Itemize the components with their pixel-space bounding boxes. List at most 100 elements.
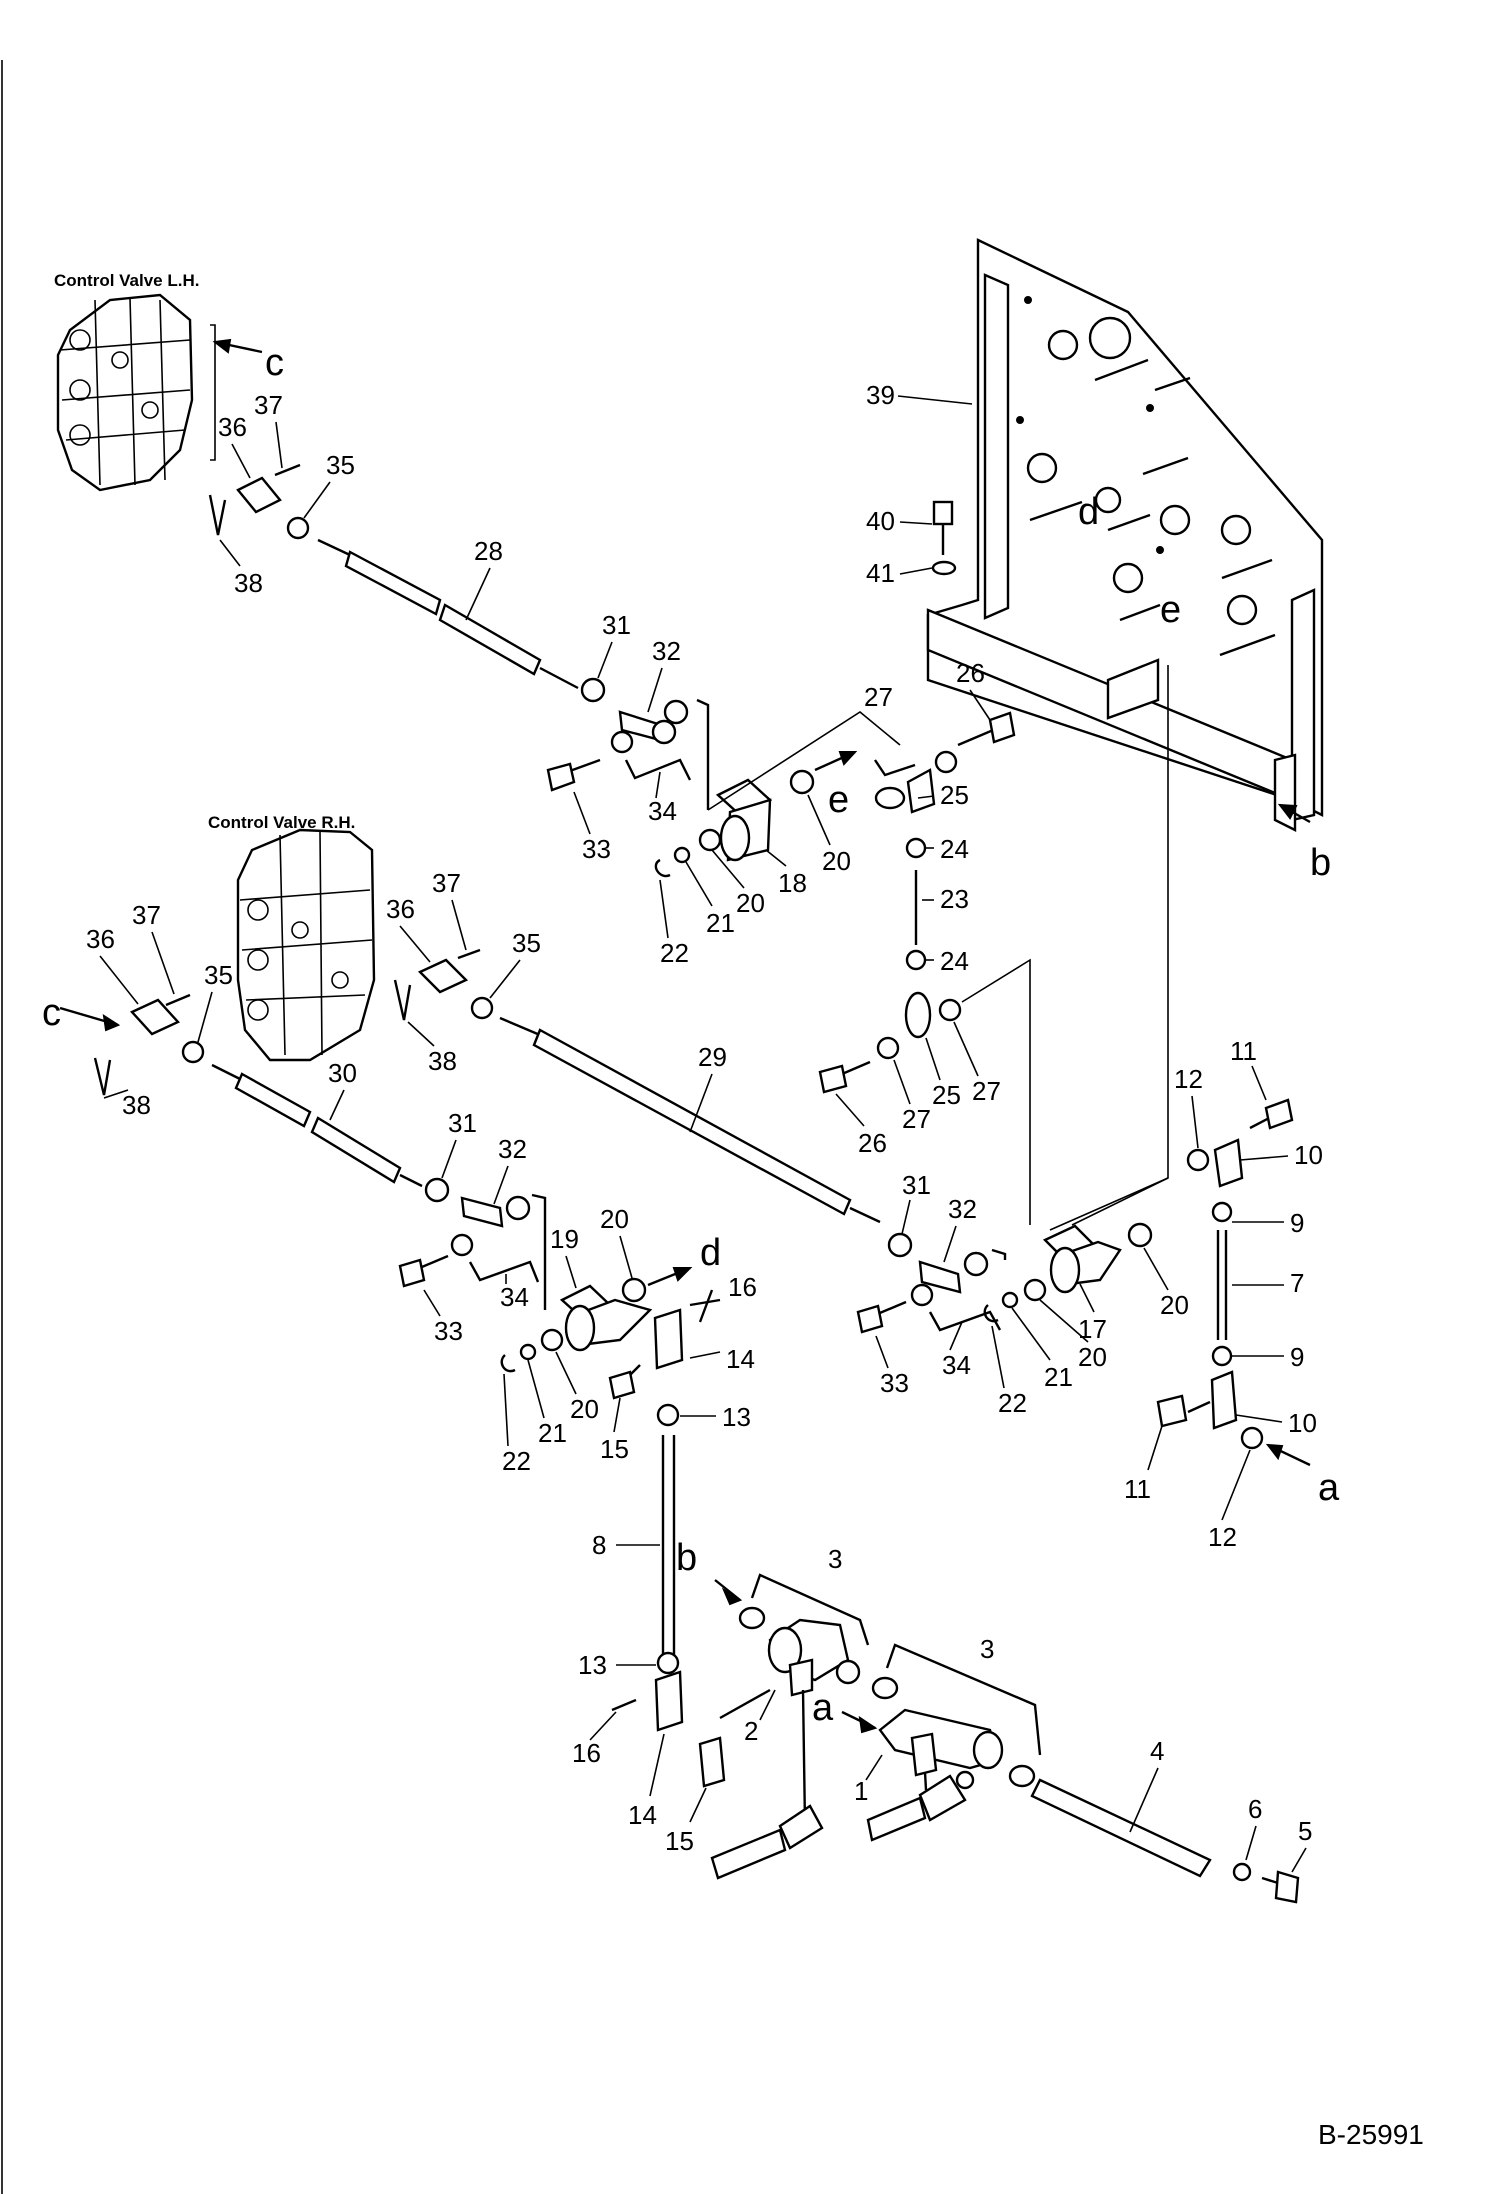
callout-22-top: 22 bbox=[660, 938, 689, 968]
callout-35-lh: 35 bbox=[326, 450, 355, 480]
callout-11-low: 11 bbox=[1124, 1474, 1151, 1504]
callout-25-top: 25 bbox=[940, 780, 969, 810]
callout-17: 17 bbox=[1078, 1314, 1107, 1344]
callout-25-low: 25 bbox=[932, 1080, 961, 1110]
callout-16-low: 16 bbox=[572, 1738, 601, 1768]
callout-30: 30 bbox=[328, 1058, 357, 1088]
callout-38-lh: 38 bbox=[234, 568, 263, 598]
callout-1: 1 bbox=[854, 1776, 868, 1806]
ref-letter-d-plate: d bbox=[1078, 491, 1099, 533]
ref-letter-e-mid: e bbox=[828, 779, 849, 821]
title-control-valve-lh: Control Valve L.H. bbox=[54, 271, 199, 290]
lever-19 bbox=[500, 1266, 693, 1373]
callout-34-mid: 34 bbox=[500, 1282, 529, 1312]
lever-17 bbox=[983, 1177, 1169, 1323]
lever-18 bbox=[654, 711, 901, 878]
rod-end-32-right bbox=[856, 1232, 1007, 1334]
control-valve-rh bbox=[236, 828, 376, 1062]
callout-14-low: 14 bbox=[628, 1800, 657, 1830]
callout-38-rh-right: 38 bbox=[428, 1046, 457, 1076]
callout-16-top: 16 bbox=[728, 1272, 757, 1302]
rod-end-36-lh bbox=[208, 463, 310, 540]
callout-35-rh-left: 35 bbox=[204, 960, 233, 990]
rod-7 bbox=[1211, 1230, 1233, 1367]
ref-letter-a-low: a bbox=[812, 1687, 834, 1729]
callout-15-low: 15 bbox=[665, 1826, 694, 1856]
callout-3-right: 3 bbox=[980, 1634, 994, 1664]
callout-31-right: 31 bbox=[902, 1170, 931, 1200]
lever-1 bbox=[841, 1643, 1042, 1791]
pedal-rod-left bbox=[710, 1804, 824, 1880]
ref-letter-c-lh: c bbox=[265, 342, 284, 384]
callout-39: 39 bbox=[866, 380, 895, 410]
callout-36-rh-left: 36 bbox=[86, 924, 115, 954]
callout-32-mid: 32 bbox=[498, 1134, 527, 1164]
callout-24-low: 24 bbox=[940, 946, 969, 976]
rod-end-10-top bbox=[1186, 1098, 1294, 1223]
title-control-valve-rh: Control Valve R.H. bbox=[208, 813, 355, 832]
callout-33-right: 33 bbox=[880, 1368, 909, 1398]
rod-end-25-low bbox=[818, 958, 1031, 1225]
callout-18: 18 bbox=[778, 868, 807, 898]
callout-22-right: 22 bbox=[998, 1388, 1027, 1418]
callout-34-top: 34 bbox=[648, 796, 677, 826]
rod-29 bbox=[499, 1016, 881, 1224]
callout-33-top: 33 bbox=[582, 834, 611, 864]
ref-letter-e-plate: e bbox=[1160, 589, 1181, 631]
callout-22-mid: 22 bbox=[502, 1446, 531, 1476]
callout-9-top: 9 bbox=[1290, 1208, 1304, 1238]
rod-23 bbox=[905, 837, 927, 971]
callout-8: 8 bbox=[592, 1530, 606, 1560]
callout-21-top: 21 bbox=[706, 908, 735, 938]
callout-2: 2 bbox=[744, 1716, 758, 1746]
ref-letter-b-plate: b bbox=[1310, 842, 1331, 884]
control-valve-lh bbox=[56, 293, 216, 492]
callout-37-rh-left: 37 bbox=[132, 900, 161, 930]
lever-2 bbox=[714, 1573, 870, 1826]
callout-35-rh-right: 35 bbox=[512, 928, 541, 958]
callout-24-top: 24 bbox=[940, 834, 969, 864]
callout-4: 4 bbox=[1150, 1736, 1164, 1766]
callout-3-top: 3 bbox=[828, 1544, 842, 1574]
callout-19: 19 bbox=[550, 1224, 579, 1254]
callout-36-rh-right: 36 bbox=[386, 894, 415, 924]
ref-letter-c-rh: c bbox=[42, 992, 61, 1034]
callout-27-mid: 27 bbox=[902, 1104, 931, 1134]
callout-20-right: 20 bbox=[1160, 1290, 1189, 1320]
callout-20-rightlow: 20 bbox=[1078, 1342, 1107, 1372]
callout-38-rh-left: 38 bbox=[122, 1090, 151, 1120]
rod-end-36-rh-right bbox=[393, 948, 494, 1021]
callout-29: 29 bbox=[698, 1042, 727, 1072]
pedal-rod-right bbox=[866, 1770, 975, 1842]
rod-28 bbox=[317, 538, 606, 703]
callout-32-top: 32 bbox=[652, 636, 681, 666]
callout-37-rh-right: 37 bbox=[432, 868, 461, 898]
callout-27-right: 27 bbox=[972, 1076, 1001, 1106]
callout-5: 5 bbox=[1298, 1816, 1312, 1846]
callout-13-low: 13 bbox=[578, 1650, 607, 1680]
rod-end-32-top bbox=[546, 698, 710, 810]
rod-30 bbox=[211, 1063, 450, 1203]
callout-27-top: 27 bbox=[864, 682, 893, 712]
callout-41: 41 bbox=[866, 558, 895, 588]
mounting-plate bbox=[926, 238, 1324, 832]
callout-6: 6 bbox=[1248, 1794, 1262, 1824]
ref-letter-a-right: a bbox=[1318, 1467, 1340, 1509]
callout-26-low: 26 bbox=[858, 1128, 887, 1158]
callout-20-mid: 20 bbox=[600, 1204, 629, 1234]
callout-36-lh: 36 bbox=[218, 412, 247, 442]
callout-20-top: 20 bbox=[822, 846, 851, 876]
callout-23: 23 bbox=[940, 884, 969, 914]
callout-20-topleft: 20 bbox=[736, 888, 765, 918]
figure-code: B-25991 bbox=[1318, 2119, 1424, 2150]
callout-26-top: 26 bbox=[956, 658, 985, 688]
callout-11-top: 11 bbox=[1230, 1036, 1257, 1066]
callout-40: 40 bbox=[866, 506, 895, 536]
clevis-14-top bbox=[608, 1289, 721, 1675]
rod-end-36-rh-left bbox=[59, 993, 205, 1096]
shaft-4 bbox=[1030, 1778, 1300, 1904]
callout-21-mid: 21 bbox=[538, 1418, 567, 1448]
callout-13-top: 13 bbox=[722, 1402, 751, 1432]
callout-31-top: 31 bbox=[602, 610, 631, 640]
